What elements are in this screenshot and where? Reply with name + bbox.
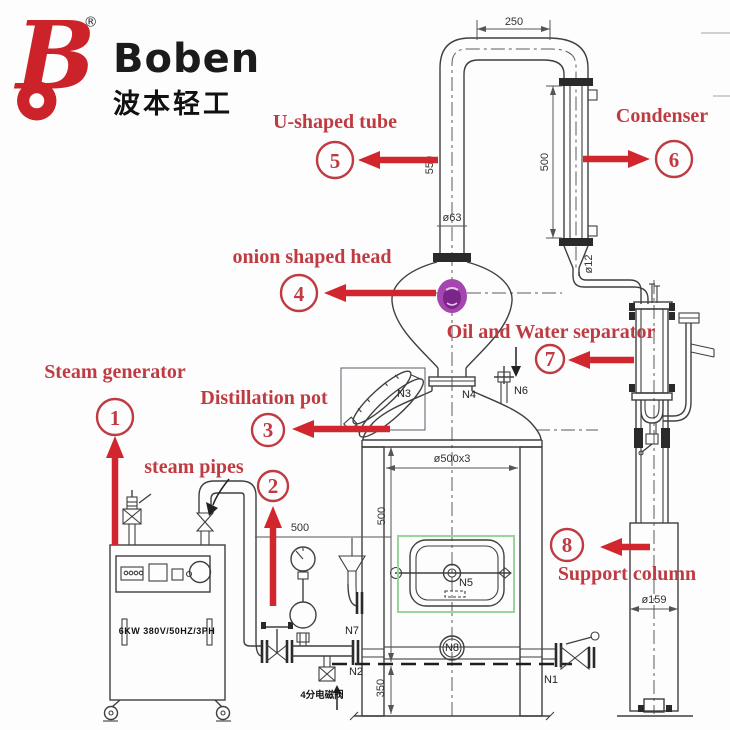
callout-7-number: 7 (545, 347, 556, 371)
pot-wall-left (361, 446, 385, 717)
condenser-top-clamp (559, 78, 593, 86)
callout-6-number: 6 (669, 148, 680, 172)
cooling-water-stub-top (587, 89, 598, 101)
boben-logo: B ® Boben 波本轻工 (8, 2, 260, 128)
u-shaped-tube-drawing (433, 37, 589, 262)
callout-annotations: Steam generator steam pipes Distillation… (44, 105, 708, 606)
callout-7-label: Oil and Water separator (447, 321, 656, 343)
condensate-pipe-inner (578, 271, 642, 304)
dim-pot-lower: 350 (375, 679, 387, 697)
gauge-dial (290, 546, 316, 572)
callout-5-label: U-shaped tube (273, 111, 397, 133)
pressure-gauge (289, 546, 317, 646)
cooling-water-stub-bottom (587, 225, 598, 237)
support-column-drawing (617, 400, 693, 717)
drain-valve (645, 433, 659, 445)
dim-column-dia: ø159 (641, 594, 666, 606)
onion-head-drawing (391, 261, 513, 387)
pot-nozzle-fittings (338, 366, 600, 671)
safety-valve (122, 490, 152, 545)
control-knob (188, 560, 212, 584)
n8-nozzle-circle (439, 635, 465, 661)
distillation-pot-drawing (332, 386, 572, 721)
boben-b-icon: B ® (13, 2, 98, 121)
logo-donut-hole (29, 93, 45, 109)
pot-wall-right (519, 446, 543, 717)
callout-2-number: 2 (268, 474, 279, 498)
nozzle-label-n4: N4 (462, 389, 476, 401)
black-pointer-arrows (206, 347, 521, 516)
solenoid-valve-note: 4分电磁阀 (300, 689, 343, 701)
dim-pot-upper: 500 (376, 507, 388, 525)
nozzle-label-n3: N3 (397, 388, 411, 400)
solenoid-valve (318, 656, 341, 710)
oil-water-separator-drawing (629, 283, 715, 456)
callout-3-number: 3 (263, 418, 274, 442)
gauge-syphon-ring (289, 601, 317, 629)
nozzle-label-n5: N5 (459, 577, 473, 589)
callout-3-label: Distillation pot (200, 387, 328, 409)
callout-8-label: Support column (558, 563, 696, 585)
steam-pipes-pointer (212, 478, 230, 506)
switch-button (171, 568, 184, 581)
column-shell (629, 522, 679, 712)
registered-mark: ® (84, 15, 98, 31)
nozzle-label-n1: N1 (544, 674, 558, 686)
callout-1-number: 1 (110, 406, 121, 430)
nozzle-label-n8: N8 (445, 642, 459, 654)
callout-4-label: onion shaped head (233, 246, 392, 268)
dim-steam-run: 500 (291, 522, 309, 534)
nozzle-label-n2: N2 (349, 666, 363, 678)
generator-nameplate: 6KW 380V/50HZ/3PH (119, 626, 216, 636)
dim-outlet-dia: ø12 (583, 255, 595, 274)
brand-name: Boben (113, 36, 261, 82)
dim-riser-dia: ø63 (443, 212, 462, 224)
condensate-pipe-outer (572, 275, 649, 304)
nozzle-label-n7: N7 (345, 625, 359, 637)
callout-2-label: steam pipes (144, 456, 244, 478)
callout-1-label: Steam generator (44, 361, 186, 383)
separator-bowl (640, 400, 664, 424)
steam-outlet-valve (195, 512, 215, 545)
boben-logo-mark: B ® (8, 2, 103, 128)
nozzle-labels: N1 N2 N3 N4 N5 N6 N7 N8 (345, 385, 558, 686)
callout-6-label: Condenser (616, 105, 708, 127)
dim-condenser-height: 500 (539, 153, 551, 171)
manhole-drawing (389, 535, 515, 613)
boben-logo-text: Boben 波本轻工 (113, 38, 260, 121)
callout-8-number: 8 (562, 533, 573, 557)
display-window (148, 563, 168, 582)
tube-clamp (433, 253, 471, 262)
nozzle-label-n6: N6 (514, 385, 528, 397)
dim-top-span: 250 (505, 16, 523, 28)
callout-4-number: 4 (294, 282, 305, 306)
steam-generator-drawing (103, 490, 231, 722)
callout-5-number: 5 (330, 149, 341, 173)
charging-lid-drawing (340, 367, 426, 438)
generator-cabinet (109, 544, 226, 701)
caster-wheel-left (103, 705, 119, 721)
dim-pot-dia: ø500x3 (434, 453, 471, 465)
sparge-pipe-drawing (362, 635, 542, 661)
steam-piping-drawing (198, 480, 353, 710)
callout-arrows (106, 150, 650, 606)
sheet-border-fragments (701, 32, 730, 97)
brand-name-chinese: 波本轻工 (113, 89, 233, 120)
condenser-bottom-clamp (559, 238, 593, 246)
manhole-highlight-box (397, 535, 515, 613)
caster-wheel-right (215, 705, 231, 721)
centerlines (392, 48, 655, 716)
